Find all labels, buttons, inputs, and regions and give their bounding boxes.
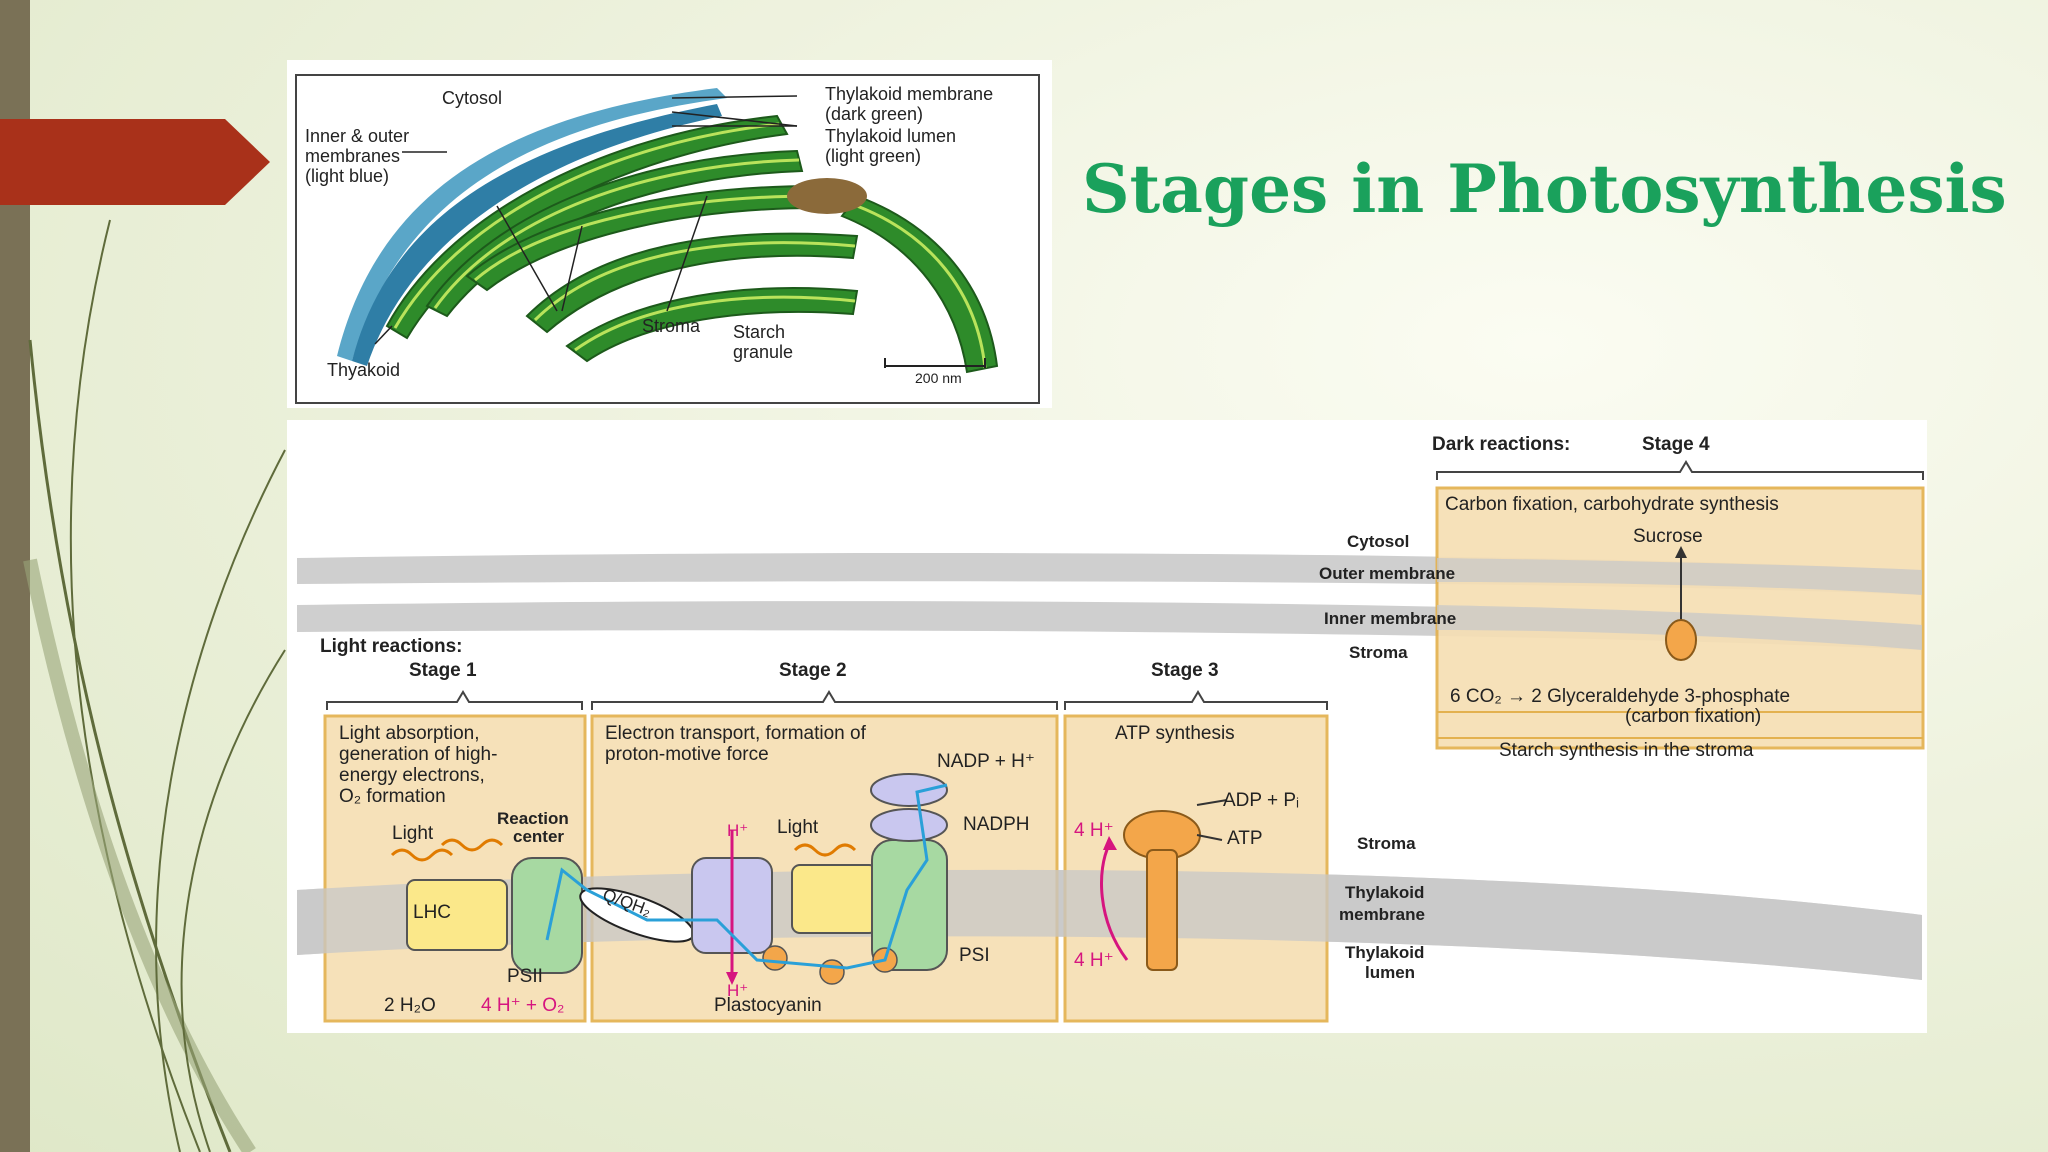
decorative-curves <box>23 219 286 1152</box>
accent-arrow <box>0 119 270 205</box>
label-light-reactions: Light reactions: <box>320 636 463 657</box>
label-membranes-1: Inner & outer <box>305 126 410 146</box>
stage3-h-stroma: 4 H⁺ <box>1074 820 1114 841</box>
label-thylakoid-membrane-2: membrane <box>1339 905 1425 924</box>
label-cytosol: Cytosol <box>442 88 503 108</box>
label-thylakoid-lumen-2: (light green) <box>825 146 922 166</box>
stage2-light: Light <box>777 817 819 838</box>
label-inner-membrane: Inner membrane <box>1324 609 1457 628</box>
stage1-products: 4 H⁺ + O₂ <box>481 995 565 1016</box>
stage2-plastocyanin: Plastocyanin <box>714 995 822 1016</box>
stage1-psii: PSII <box>507 966 543 987</box>
label-thylakoid-membrane-1: Thylakoid <box>1345 883 1425 902</box>
stage1-desc-3: energy electrons, <box>339 765 485 786</box>
chloroplast-micrograph: Cytosol Inner & outer membranes (light b… <box>287 60 1052 408</box>
label-stage1: Stage 1 <box>409 660 477 681</box>
label-starch-1: Starch <box>733 322 786 342</box>
stage4-reaction-2: (carbon fixation) <box>1625 706 1762 727</box>
stage2-nadph: NADPH <box>963 814 1030 835</box>
label-outer-membrane: Outer membrane <box>1319 564 1456 583</box>
stage2-hplus-bottom: H⁺ <box>727 981 749 1000</box>
label-thylakoid-membrane-2: (dark green) <box>825 104 924 124</box>
label-thylakoid-lumen-2: lumen <box>1365 963 1416 982</box>
label-thylakoid-lumen-1: Thylakoid lumen <box>825 126 957 146</box>
stages-diagram: Dark reactions: Stage 4 Carbon fixation,… <box>287 420 1927 1033</box>
label-stage3: Stage 3 <box>1151 660 1219 681</box>
micrograph-frame: Cytosol Inner & outer membranes (light b… <box>295 74 1040 404</box>
stage3-atp: ATP <box>1227 828 1263 849</box>
label-stroma-top: Stroma <box>1349 643 1408 662</box>
stage3-h-lumen: 4 H⁺ <box>1074 950 1114 971</box>
slide-title: Stages in Photosynthesis <box>1082 150 2007 228</box>
label-thylakoid-lumen-1: Thylakoid <box>1345 943 1425 962</box>
label-stroma: Stroma <box>642 316 701 336</box>
label-thylakoid: Thyakoid <box>327 360 401 380</box>
label-stage4: Stage 4 <box>1642 434 1710 455</box>
label-membranes-3: (light blue) <box>305 166 390 186</box>
stage3-adp: ADP + Pᵢ <box>1223 790 1300 811</box>
stage4-reaction-1: 6 CO₂ → 2 Glyceraldehyde 3-phosphate <box>1450 686 1791 707</box>
stage1-water: 2 H₂O <box>384 995 436 1016</box>
stage2-nadp: NADP + H⁺ <box>937 751 1035 772</box>
stage1-desc-4: O₂ formation <box>339 786 446 807</box>
stage1-desc-2: generation of high- <box>339 744 498 765</box>
label-stroma: Stroma <box>1357 834 1416 853</box>
label-thylakoid-membrane-1: Thylakoid membrane <box>825 84 994 104</box>
stage2-desc-1: Electron transport, formation of <box>605 723 866 744</box>
label-starch-2: granule <box>733 342 794 362</box>
label-dark-reactions: Dark reactions: <box>1432 434 1571 455</box>
chloroplast-illustration <box>337 88 999 374</box>
stage1-lhc: LHC <box>413 902 452 923</box>
stage1-desc-1: Light absorption, <box>339 723 480 744</box>
stages-illustration <box>297 460 1925 1023</box>
label-sucrose: Sucrose <box>1633 526 1703 547</box>
stage2-psi: PSI <box>959 945 990 966</box>
stage2-desc-2: proton-motive force <box>605 744 769 765</box>
stage2-hplus-top: H⁺ <box>727 821 749 840</box>
stage1-reaction-center-1: Reaction <box>497 809 569 828</box>
label-membranes-2: membranes <box>305 146 401 166</box>
label-cytosol: Cytosol <box>1347 532 1410 551</box>
label-stage2: Stage 2 <box>779 660 847 681</box>
stage1-reaction-center-2: center <box>513 827 565 846</box>
stage3-desc: ATP synthesis <box>1115 723 1235 744</box>
stage1-light: Light <box>392 823 434 844</box>
stage4-footer: Starch synthesis in the stroma <box>1499 740 1754 761</box>
label-scale-bar: 200 nm <box>915 370 962 386</box>
stage4-title: Carbon fixation, carbohydrate synthesis <box>1445 494 1779 515</box>
